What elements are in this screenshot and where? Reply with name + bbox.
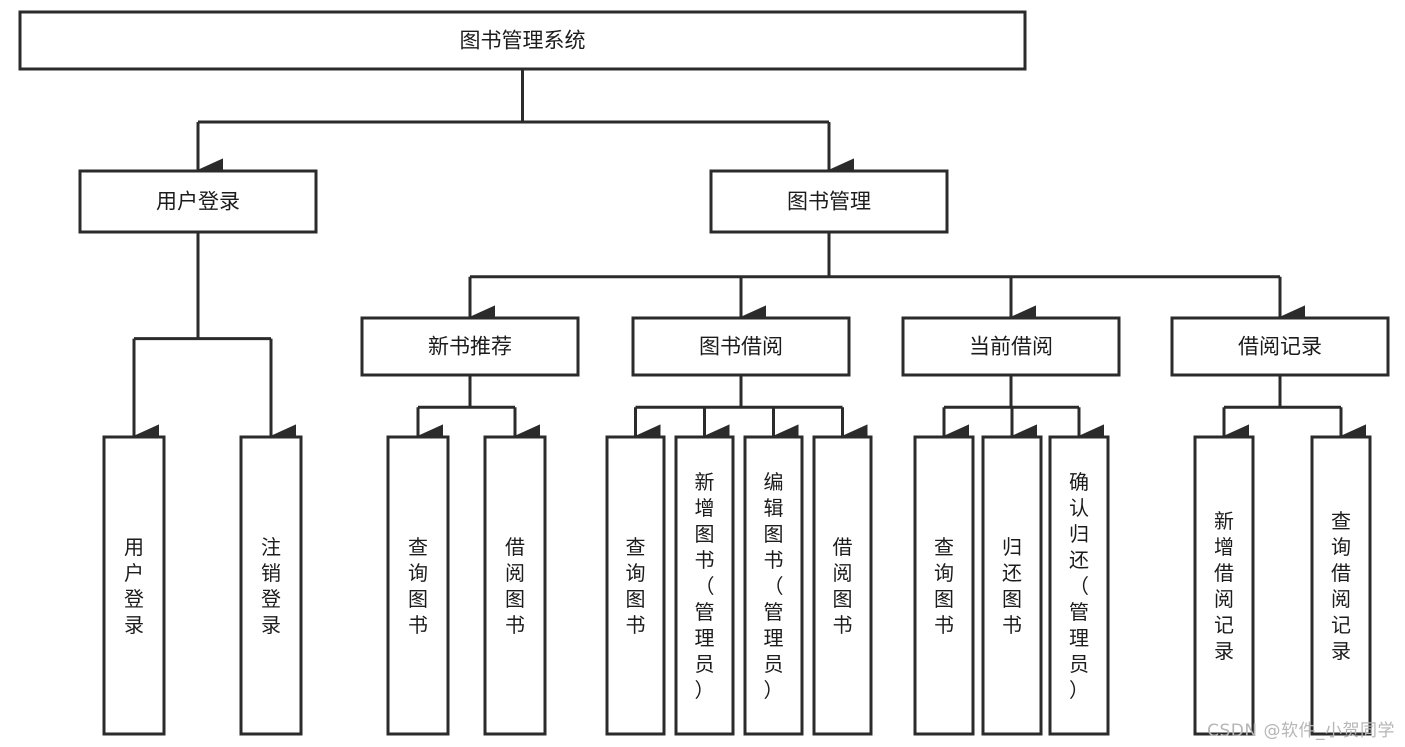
node-l-confirm-return[interactable]: 确认归还（管理员） (1048, 435, 1110, 736)
node-l-add-record[interactable]: 新增借阅记录 (1193, 435, 1255, 736)
node-box (605, 435, 666, 736)
node-box (981, 435, 1043, 736)
node-label: 图书管理 (787, 190, 871, 214)
node-l-borrow-book-2[interactable]: 借阅图书 (812, 435, 873, 736)
node-box (631, 316, 851, 377)
node-n-book-borrow[interactable]: 图书借阅 (631, 316, 851, 377)
node-label: 查询图书 (626, 535, 646, 637)
node-box (674, 435, 735, 736)
node-box (1048, 435, 1110, 736)
node-box (78, 169, 318, 234)
node-n-book-mgmt[interactable]: 图书管理 (709, 169, 949, 234)
node-l-return-book[interactable]: 归还图书 (981, 435, 1043, 736)
node-n-user-login[interactable]: 用户登录 (78, 169, 318, 234)
watermark-text: CSDN @软件_小贺同学 (1207, 721, 1395, 741)
node-box (239, 435, 303, 736)
node-label: 新书推荐 (428, 335, 512, 359)
node-l-query-book-2[interactable]: 查询图书 (605, 435, 666, 736)
node-label: 新增借阅记录 (1214, 509, 1234, 663)
node-box (709, 169, 949, 234)
node-label: 新增图书（管理员） (695, 470, 715, 702)
node-l-query-book-3[interactable]: 查询图书 (913, 435, 975, 736)
node-label: 归还图书 (1002, 535, 1022, 637)
node-label: 查询图书 (934, 535, 954, 637)
node-l-logout[interactable]: 注销登录 (239, 435, 303, 736)
node-l-edit-book[interactable]: 编辑图书（管理员） (743, 435, 804, 736)
node-label: 用户登录 (156, 190, 240, 214)
nodes-layer: 图书管理系统用户登录图书管理新书推荐图书借阅当前借阅借阅记录用户登录注销登录查询… (18, 10, 1390, 736)
node-label: 图书管理系统 (460, 29, 586, 53)
node-n-current-borrow[interactable]: 当前借阅 (901, 316, 1121, 377)
node-label: 用户登录 (124, 535, 144, 637)
node-label: 当前借阅 (969, 335, 1053, 359)
node-label: 借阅记录 (1238, 335, 1322, 359)
node-n-borrow-record[interactable]: 借阅记录 (1170, 316, 1390, 377)
node-box (18, 10, 1027, 71)
node-box (812, 435, 873, 736)
node-box (901, 316, 1121, 377)
node-label: 图书借阅 (699, 335, 783, 359)
node-label: 借阅图书 (833, 535, 853, 637)
node-label: 查询图书 (408, 535, 428, 637)
node-l-user-login[interactable]: 用户登录 (102, 435, 166, 736)
node-label: 注销登录 (261, 535, 281, 637)
node-label: 借阅图书 (505, 535, 525, 637)
edges-layer (132, 69, 1367, 448)
node-label: 编辑图书（管理员） (764, 470, 784, 702)
node-label: 查询借阅记录 (1331, 509, 1351, 663)
node-box (743, 435, 804, 736)
node-box (1193, 435, 1255, 736)
node-l-add-book[interactable]: 新增图书（管理员） (674, 435, 735, 736)
node-box (386, 435, 450, 736)
node-label: 确认归还（管理员） (1069, 470, 1089, 702)
node-box (1310, 435, 1372, 736)
node-box (913, 435, 975, 736)
node-root[interactable]: 图书管理系统 (18, 10, 1027, 71)
node-n-new-book-rec[interactable]: 新书推荐 (360, 316, 580, 377)
node-box (483, 435, 547, 736)
node-box (1170, 316, 1390, 377)
node-l-query-book-1[interactable]: 查询图书 (386, 435, 450, 736)
node-l-query-record[interactable]: 查询借阅记录 (1310, 435, 1372, 736)
node-box (102, 435, 166, 736)
node-box (360, 316, 580, 377)
node-l-borrow-book-1[interactable]: 借阅图书 (483, 435, 547, 736)
